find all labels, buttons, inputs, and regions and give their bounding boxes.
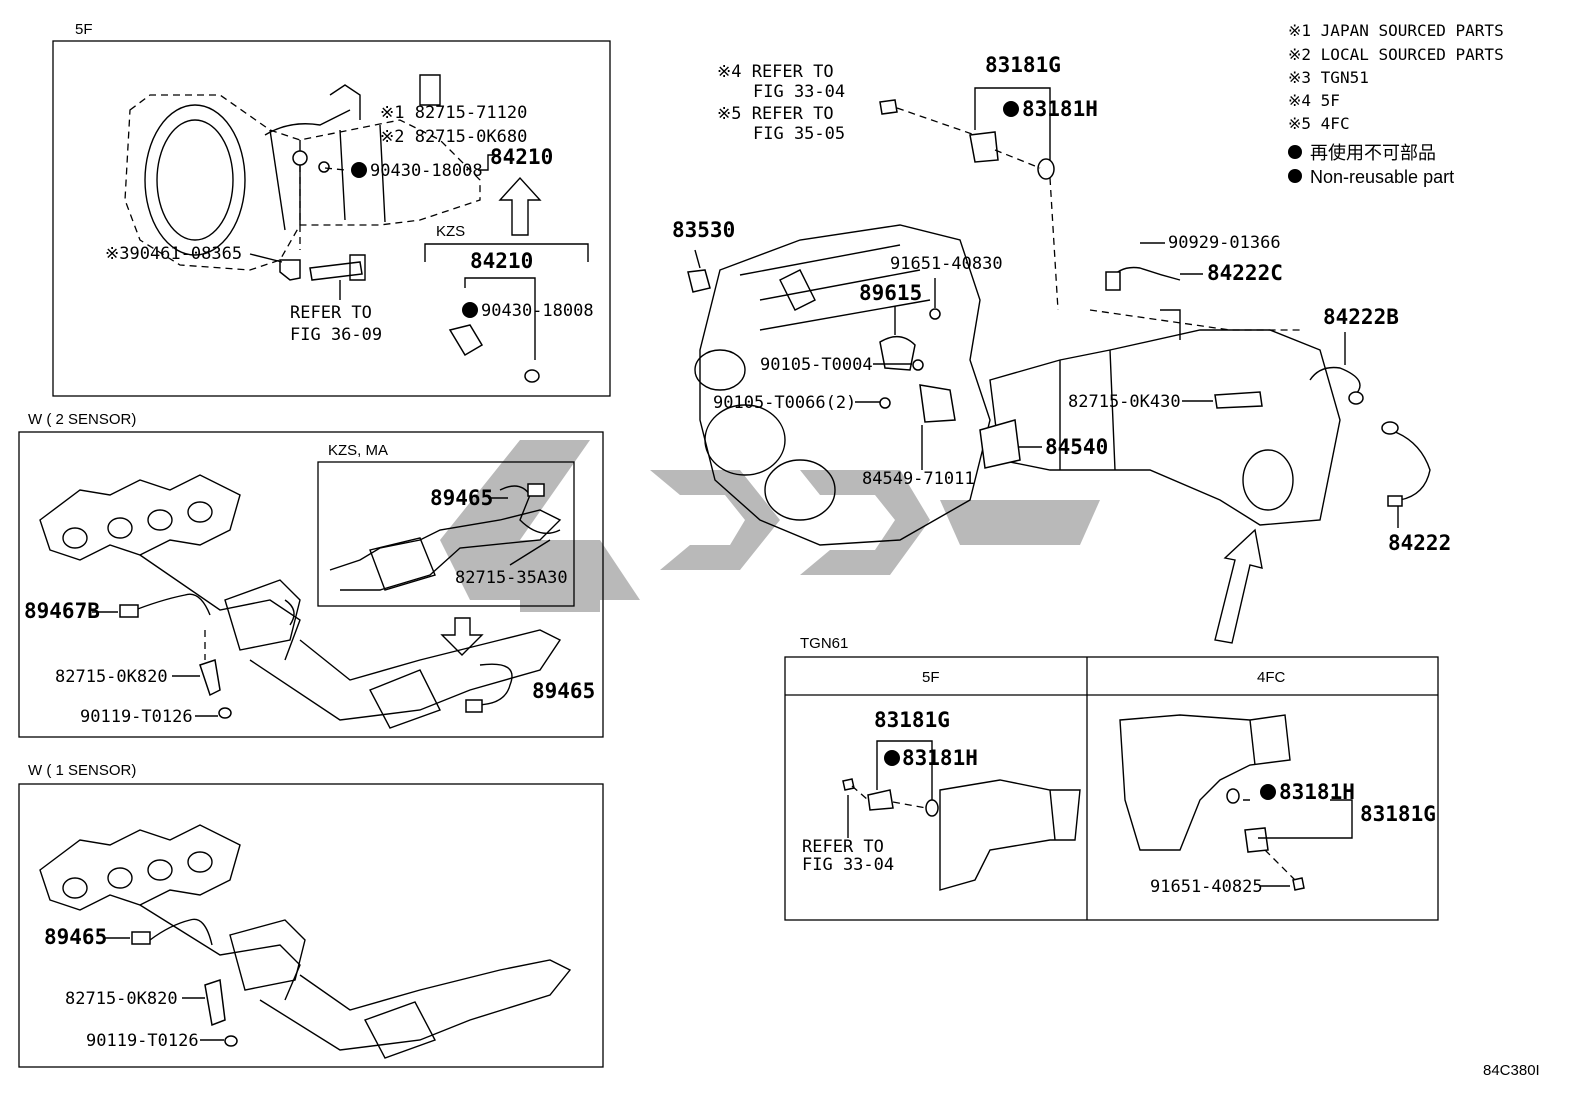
- label-kzs-84210: 84210: [470, 249, 533, 273]
- label-84540: 84540: [1045, 435, 1108, 459]
- label-tgn-refer-to: REFER TO: [802, 837, 884, 857]
- label-fig-33-04: FIG 33-04: [753, 82, 845, 102]
- label-83530: 83530: [672, 218, 735, 242]
- panel-5f: 5F ※1 82715-71120 ※2 82715-0K680 90430-1…: [52, 21, 611, 397]
- label-90430-18008: 90430-18008: [370, 161, 483, 181]
- label-84222: 84222: [1388, 531, 1451, 555]
- non-reusable-dot-icon: [1288, 169, 1302, 183]
- watermark-logo: [440, 440, 1100, 612]
- label-83181H: 83181H: [1022, 97, 1098, 121]
- legend: ※1 JAPAN SOURCED PARTS ※2 LOCAL SOURCED …: [1288, 21, 1504, 187]
- label-w1-82715-0K820: 82715-0K820: [65, 989, 178, 1009]
- legend-note-3: ※3 TGN51: [1288, 68, 1369, 87]
- label-82715-0K430: 82715-0K430: [1068, 392, 1181, 412]
- legend-nonreusable-jp: 再使用不可部品: [1310, 143, 1436, 163]
- label-91651-40830: 91651-40830: [890, 254, 1003, 274]
- legend-nonreusable-en: Non-reusable part: [1310, 167, 1454, 187]
- legend-note-1: ※1 JAPAN SOURCED PARTS: [1288, 21, 1504, 40]
- label-inset-89465: 89465: [430, 486, 493, 510]
- figure-id: 84C380I: [1483, 1062, 1540, 1079]
- kzs-title: KZS: [436, 223, 465, 240]
- label-fig-36-09: FIG 36-09: [290, 325, 382, 345]
- panel-title: TGN61: [800, 635, 848, 652]
- panel-title: W ( 1 SENSOR): [28, 762, 136, 779]
- label-90461-08365: ※390461-08365: [105, 244, 242, 264]
- label-kzs-90430-18008: 90430-18008: [481, 301, 594, 321]
- label-82715-35A30: 82715-35A30: [455, 568, 568, 588]
- label-w1-89465: 89465: [44, 925, 107, 949]
- label-w1-90119-T0126: 90119-T0126: [86, 1031, 199, 1051]
- transmission-drawing: [124, 74, 481, 271]
- label-tgn-fig-33-04: FIG 33-04: [802, 855, 894, 875]
- label-82715-0K680: ※2 82715-0K680: [380, 127, 527, 147]
- label-84222B: 84222B: [1323, 305, 1399, 329]
- column-4fc: 4FC: [1257, 669, 1286, 686]
- label-82715-0K820: 82715-0K820: [55, 667, 168, 687]
- label-84222C: 84222C: [1207, 261, 1283, 285]
- exhaust-manifold-drawing: [39, 474, 562, 729]
- panel-title: W ( 2 SENSOR): [28, 411, 136, 428]
- label-91651-40825: 91651-40825: [1150, 877, 1263, 897]
- label-89615: 89615: [859, 281, 922, 305]
- label-89467B: 89467B: [24, 599, 100, 623]
- label-refer-to: REFER TO: [290, 303, 372, 323]
- label-90105-T0004: 90105-T0004: [760, 355, 873, 375]
- panel-title: 5F: [75, 21, 93, 38]
- panel-w-1-sensor: W ( 1 SENSOR) 89465 82715-0K820 90119-T0…: [18, 762, 604, 1068]
- label-82715-71120: ※1 82715-71120: [380, 103, 527, 123]
- panel-w-2-sensor: W ( 2 SENSOR) 89467B 82715-0K820 90119-T…: [18, 411, 604, 738]
- label-84210: 84210: [490, 145, 553, 169]
- label-90119-T0126: 90119-T0126: [80, 707, 193, 727]
- label-tgn-83181H: 83181H: [902, 746, 978, 770]
- label-89465: 89465: [532, 679, 595, 703]
- exhaust-manifold-drawing: [39, 824, 572, 1059]
- label-tgn-r-83181G: 83181G: [1360, 802, 1436, 826]
- non-reusable-dot-icon: [1288, 145, 1302, 159]
- main-engine-diagram: ※4 REFER TO FIG 33-04 ※5 REFER TO FIG 35…: [672, 53, 1451, 644]
- label-90929-01366: 90929-01366: [1168, 233, 1281, 253]
- label-fig-35-05: FIG 35-05: [753, 124, 845, 144]
- engine-drawing: [694, 224, 1341, 546]
- label-refer-to-35-05: ※5 REFER TO: [717, 104, 834, 124]
- legend-note-5: ※5 4FC: [1288, 114, 1350, 133]
- label-90105-T0066-2: 90105-T0066(2): [713, 393, 856, 413]
- label-84549-71011: 84549-71011: [862, 469, 975, 489]
- column-5f: 5F: [922, 669, 940, 686]
- label-refer-to-33-04: ※4 REFER TO: [717, 62, 834, 82]
- inset-title: KZS, MA: [328, 442, 388, 459]
- legend-note-4: ※4 5F: [1288, 91, 1340, 110]
- legend-note-2: ※2 LOCAL SOURCED PARTS: [1288, 45, 1504, 64]
- label-83181G: 83181G: [985, 53, 1061, 77]
- label-tgn-83181G: 83181G: [874, 708, 950, 732]
- panel-tgn61: TGN61 5F 4FC 83181G 83181H REFER TO FIG …: [784, 635, 1439, 921]
